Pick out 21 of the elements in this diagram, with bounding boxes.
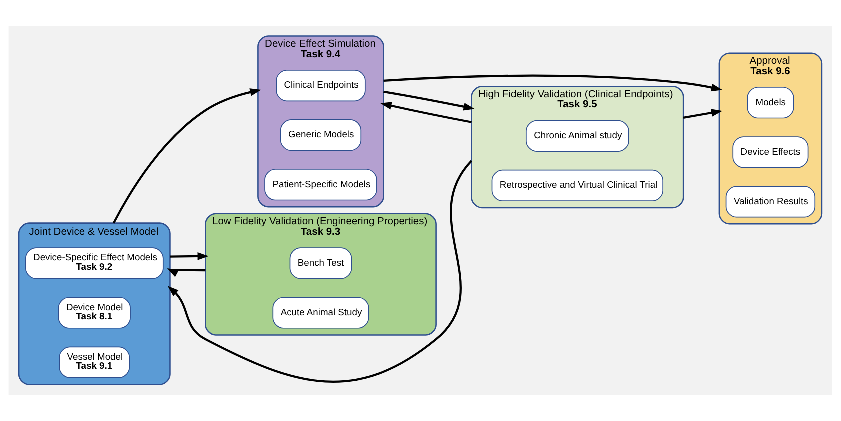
node-box: Validation Results: [726, 186, 816, 218]
node-box: Device-Specific Effect Models Task 9.2: [25, 248, 164, 280]
node-box: Chronic Animal study: [526, 120, 630, 152]
node-box: Bench Test: [290, 248, 352, 280]
arrow: [168, 160, 473, 383]
node-box: Retrospective and Virtual Clinical Trial: [492, 170, 664, 202]
node-box: Device Model Task 8.1: [58, 297, 131, 329]
arrow: [384, 74, 723, 92]
arrow: [384, 90, 475, 111]
node-box: Device Effects: [732, 136, 809, 168]
node-box: Patient-Specific Models: [264, 169, 378, 201]
node-box: Clinical Endpoints: [276, 70, 366, 102]
arrow: [167, 268, 206, 278]
arrow: [112, 88, 262, 224]
node-box: Models: [747, 87, 794, 119]
arrow: [683, 109, 723, 119]
arrow: [170, 252, 209, 260]
node-box: Vessel Model Task 9.1: [59, 346, 130, 378]
node-box: Generic Models: [280, 120, 362, 152]
node-box: Acute Animal Study: [272, 297, 370, 329]
arrow: [380, 102, 472, 124]
